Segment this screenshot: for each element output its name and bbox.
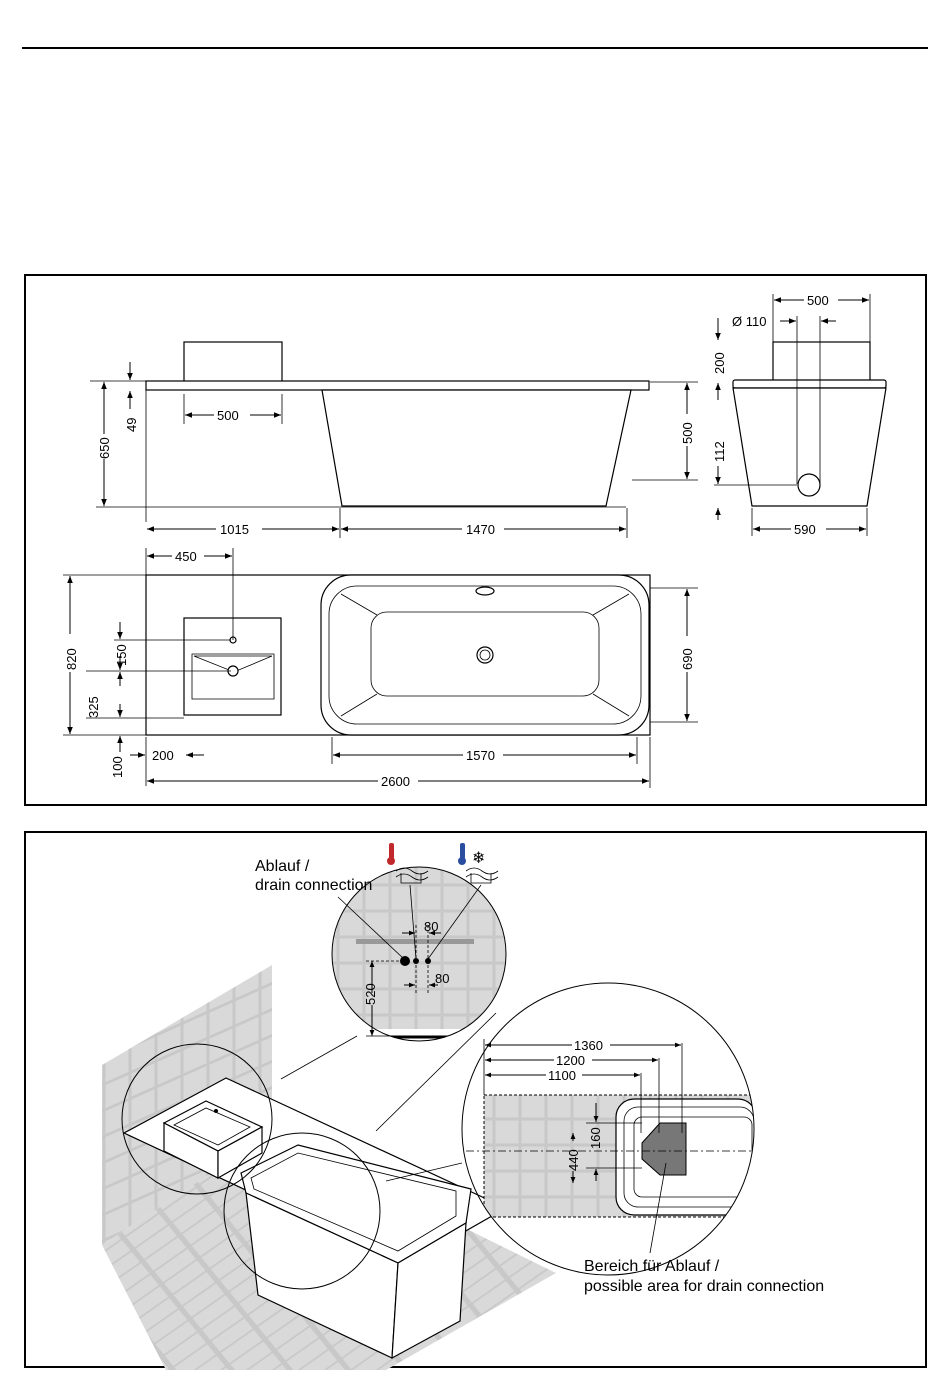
dim-500-end: 500: [807, 293, 829, 308]
dim-450: 450: [175, 549, 197, 564]
dim-590: 590: [794, 522, 816, 537]
tub-side-profile: [322, 390, 631, 506]
countertop-slab: [146, 381, 649, 390]
installation-drawing: 80 80 520 Ablauf / drain connection ❄: [26, 833, 929, 1370]
dim-500-depth: 500: [680, 422, 695, 444]
dim-200-base: 200: [152, 748, 174, 763]
dimension-drawing: 500 650 49 1015 1470 500: [26, 276, 929, 808]
drain-label-de: Ablauf /: [255, 858, 310, 875]
dim-1470: 1470: [466, 522, 495, 537]
dim-1570: 1570: [466, 748, 495, 763]
dim-440: 440: [566, 1149, 581, 1171]
header-rule: [22, 47, 928, 49]
tub-drain: [477, 647, 493, 663]
dim-diameter-110: Ø 110: [732, 314, 766, 329]
svg-text:❄: ❄: [472, 850, 485, 867]
area-label-de: Bereich für Ablauf /: [584, 1258, 720, 1275]
dim-49: 49: [124, 418, 139, 432]
drain-outlet: [798, 474, 820, 496]
dim-80-b: 80: [435, 971, 449, 986]
cold-water-icon: ❄: [458, 843, 498, 883]
dim-1200: 1200: [556, 1053, 585, 1068]
basin-block: [184, 342, 282, 382]
end-view: 500 Ø 110 200 112 590: [712, 293, 886, 537]
dim-520: 520: [363, 983, 378, 1005]
dim-2600: 2600: [381, 774, 410, 789]
side-view: 500 650 49 1015 1470 500: [90, 342, 698, 538]
dim-1100: 1100: [548, 1068, 576, 1083]
dim-650: 650: [97, 437, 112, 459]
dim-112: 112: [712, 441, 727, 462]
drain-label-en: drain connection: [255, 877, 372, 894]
area-label-en: possible area for drain connection: [584, 1278, 824, 1295]
dim-150: 150: [114, 644, 129, 666]
dim-160: 160: [588, 1127, 603, 1149]
dim-690: 690: [680, 648, 695, 670]
dim-80-a: 80: [424, 919, 438, 934]
installation-drawing-panel: 80 80 520 Ablauf / drain connection ❄: [24, 831, 927, 1368]
dim-820: 820: [64, 648, 79, 670]
dim-100: 100: [110, 756, 125, 778]
dim-1015: 1015: [220, 522, 249, 537]
dimension-drawing-panel: 500 650 49 1015 1470 500: [24, 274, 927, 806]
overflow: [476, 587, 494, 595]
dim-325: 325: [86, 696, 101, 718]
dim-500-basin: 500: [217, 408, 239, 423]
plan-view: 450 820 150 325 100 200 690: [63, 548, 698, 789]
end-basin-block: [773, 342, 870, 382]
dim-200: 200: [712, 352, 727, 374]
dim-1360: 1360: [574, 1038, 603, 1053]
